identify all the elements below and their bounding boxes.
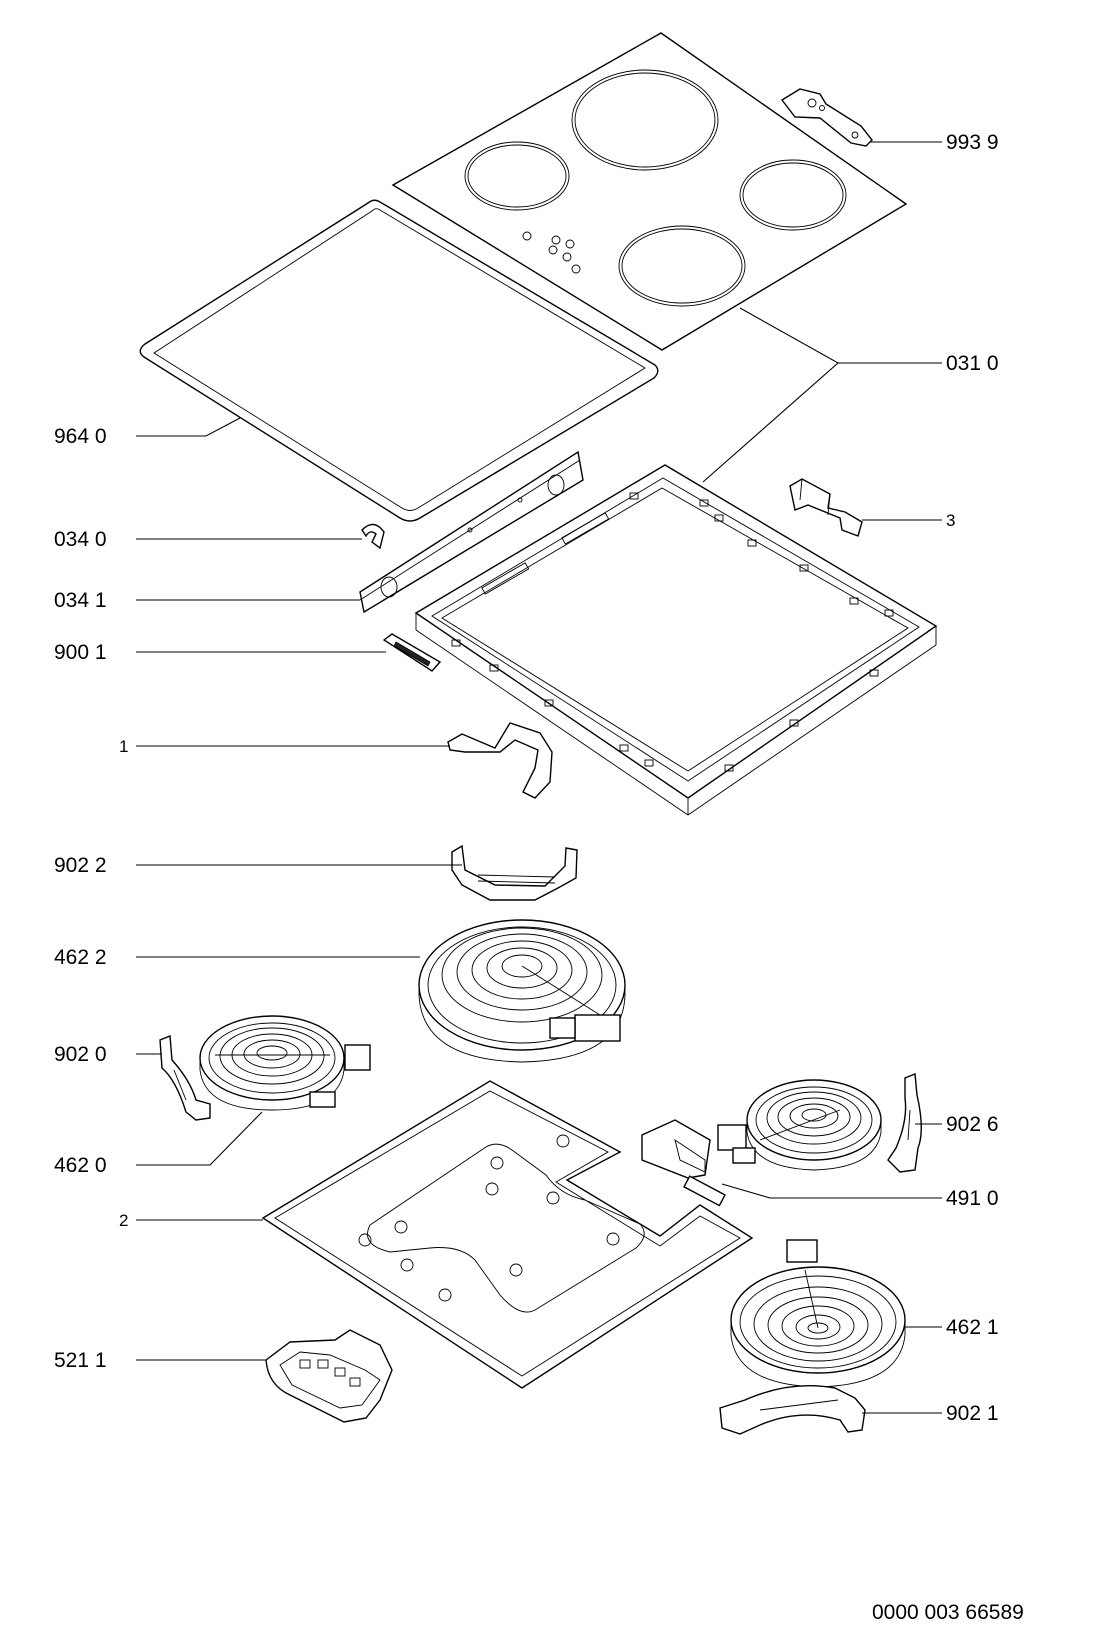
heater-bracket-right xyxy=(887,1073,922,1173)
base-plate xyxy=(261,1080,754,1389)
callout-3: 3 xyxy=(946,511,955,530)
callout-993-9: 993 9 xyxy=(946,131,999,154)
terminal-block-part xyxy=(382,633,442,672)
callout-462-0: 462 0 xyxy=(54,1154,107,1177)
large-radiant-heater xyxy=(418,919,626,1063)
callout-2: 2 xyxy=(119,1211,128,1230)
document-number: 0000 003 66589 xyxy=(872,1601,1024,1624)
top-bracket-part xyxy=(780,88,873,147)
leader-lines xyxy=(136,141,942,1414)
callout-902-1: 902 1 xyxy=(946,1402,999,1425)
callout-labels: 993 9 031 0 964 0 3 034 0 034 1 900 1 1 … xyxy=(54,131,999,1425)
callout-491-0: 491 0 xyxy=(946,1187,999,1210)
bracket-part-3 xyxy=(789,478,863,537)
callout-902-0: 902 0 xyxy=(54,1043,107,1066)
side-rail-part xyxy=(359,450,584,614)
callout-034-1: 034 1 xyxy=(54,589,107,612)
small-radiant-heater-right xyxy=(717,1079,882,1171)
gasket-seal xyxy=(139,199,659,522)
callout-034-0: 034 0 xyxy=(54,528,107,551)
glass-ceramic-top xyxy=(391,32,908,351)
callout-902-6: 902 6 xyxy=(946,1113,999,1136)
heater-bracket-top xyxy=(451,844,578,901)
heater-bracket-bottom xyxy=(719,1385,866,1435)
hob-frame xyxy=(414,464,938,816)
medium-radiant-heater xyxy=(730,1239,906,1388)
energy-regulator-part xyxy=(641,1119,726,1207)
wire-harness-part xyxy=(447,722,553,799)
callout-902-2: 902 2 xyxy=(54,854,107,877)
heater-bracket-left xyxy=(159,1034,211,1121)
callout-462-1: 462 1 xyxy=(946,1316,999,1339)
callout-031-0: 031 0 xyxy=(946,352,999,375)
small-radiant-heater-left xyxy=(199,1015,371,1111)
control-module-part xyxy=(265,1329,393,1423)
callout-900-1: 900 1 xyxy=(54,641,107,664)
clip-part xyxy=(361,523,385,550)
callout-1: 1 xyxy=(119,737,128,756)
callout-462-2: 462 2 xyxy=(54,946,107,969)
callout-964-0: 964 0 xyxy=(54,425,107,448)
callout-521-1: 521 1 xyxy=(54,1349,107,1372)
